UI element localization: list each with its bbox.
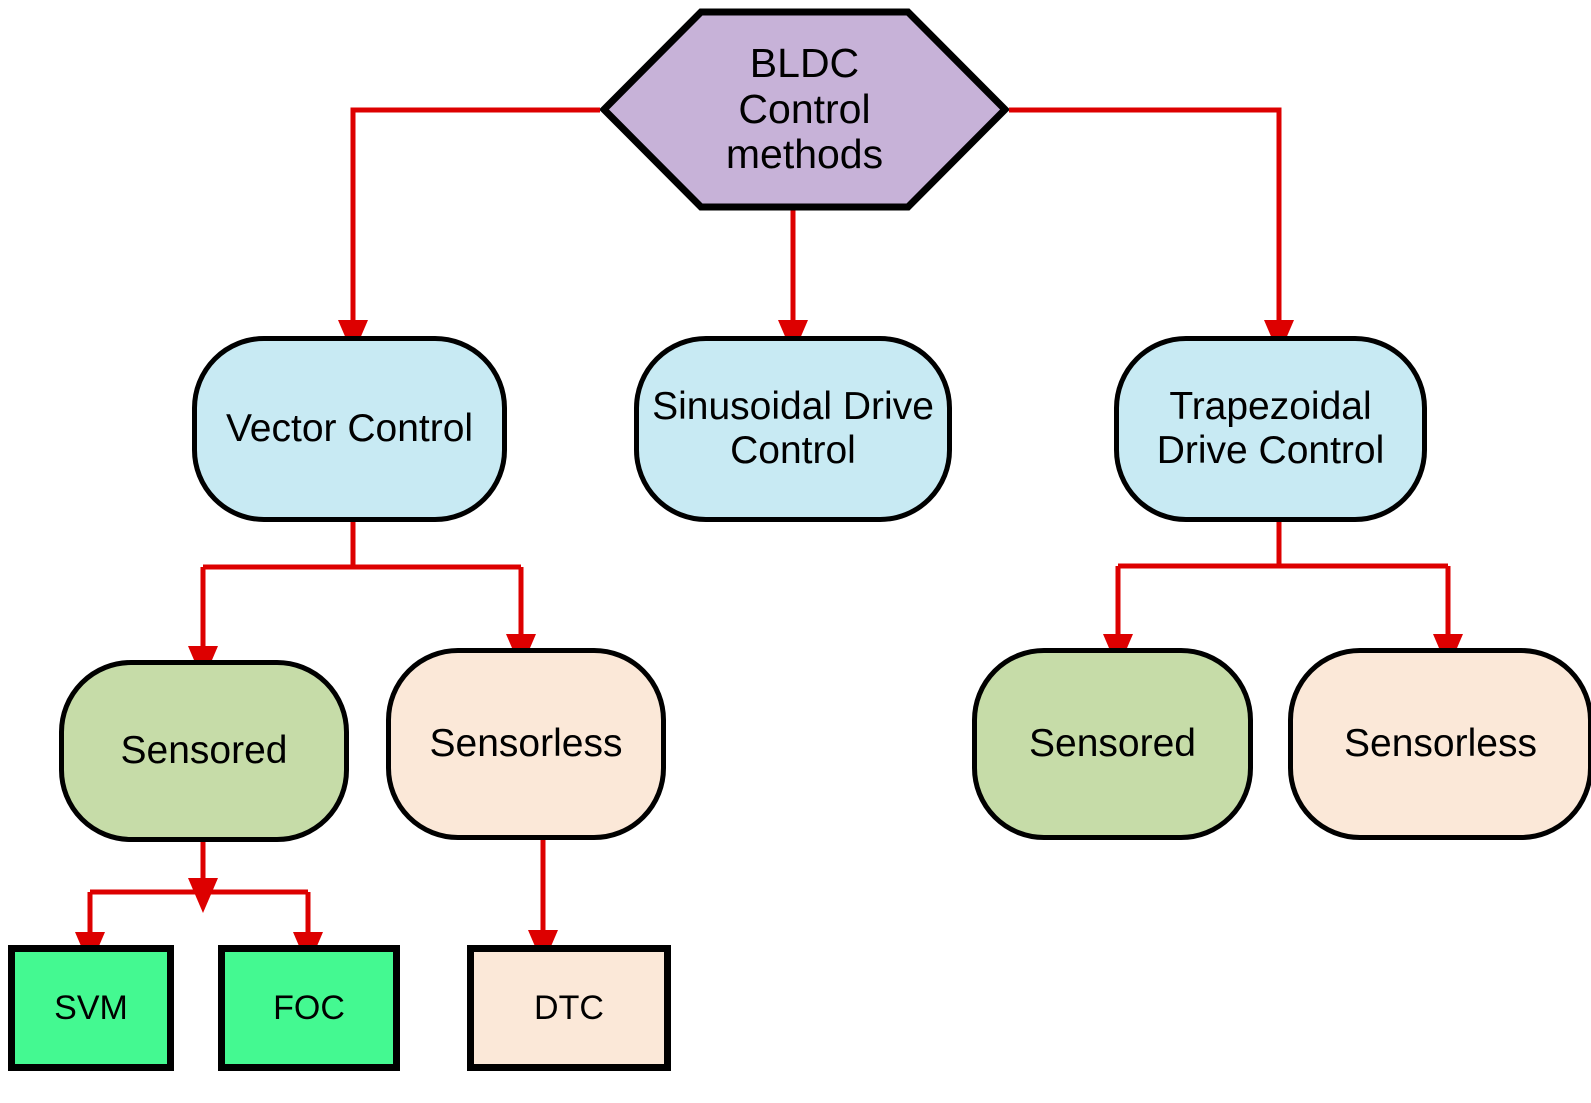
node-label: Sensorless [1344, 722, 1537, 766]
node-label: Vector Control [225, 407, 474, 451]
node-vector-sensorless[interactable]: Sensorless [386, 648, 666, 840]
node-label: SVM [54, 988, 128, 1027]
node-trapezoidal-sensorless[interactable]: Sensorless [1288, 648, 1591, 840]
node-vector-sensored[interactable]: Sensored [59, 660, 349, 842]
node-bldc-control-methods[interactable]: BLDC Control methods [600, 8, 1009, 211]
node-label: Sensored [1029, 722, 1196, 766]
node-label: BLDC Control methods [725, 39, 884, 178]
node-label: Sinusoidal Drive Control [652, 385, 934, 472]
node-vector-control[interactable]: Vector Control [192, 336, 507, 522]
hexagon-shape [600, 8, 1009, 211]
node-trapezoidal-sensored[interactable]: Sensored [972, 648, 1253, 840]
node-svm[interactable]: SVM [8, 945, 174, 1071]
node-label: Trapezoidal Drive Control [1156, 385, 1385, 472]
node-trapezoidal-drive-control[interactable]: Trapezoidal Drive Control [1114, 336, 1427, 522]
node-label: Sensored [120, 729, 288, 773]
node-label: FOC [273, 988, 345, 1027]
node-foc[interactable]: FOC [218, 945, 400, 1071]
node-dtc[interactable]: DTC [467, 945, 671, 1071]
node-label: Sensorless [429, 722, 623, 766]
edge-root-to-trapezoidal-drive-control [1009, 107, 1294, 355]
node-sinusoidal-drive-control[interactable]: Sinusoidal Drive Control [634, 336, 952, 522]
edge-root-to-vector-control [338, 107, 600, 355]
node-label: DTC [534, 988, 604, 1027]
